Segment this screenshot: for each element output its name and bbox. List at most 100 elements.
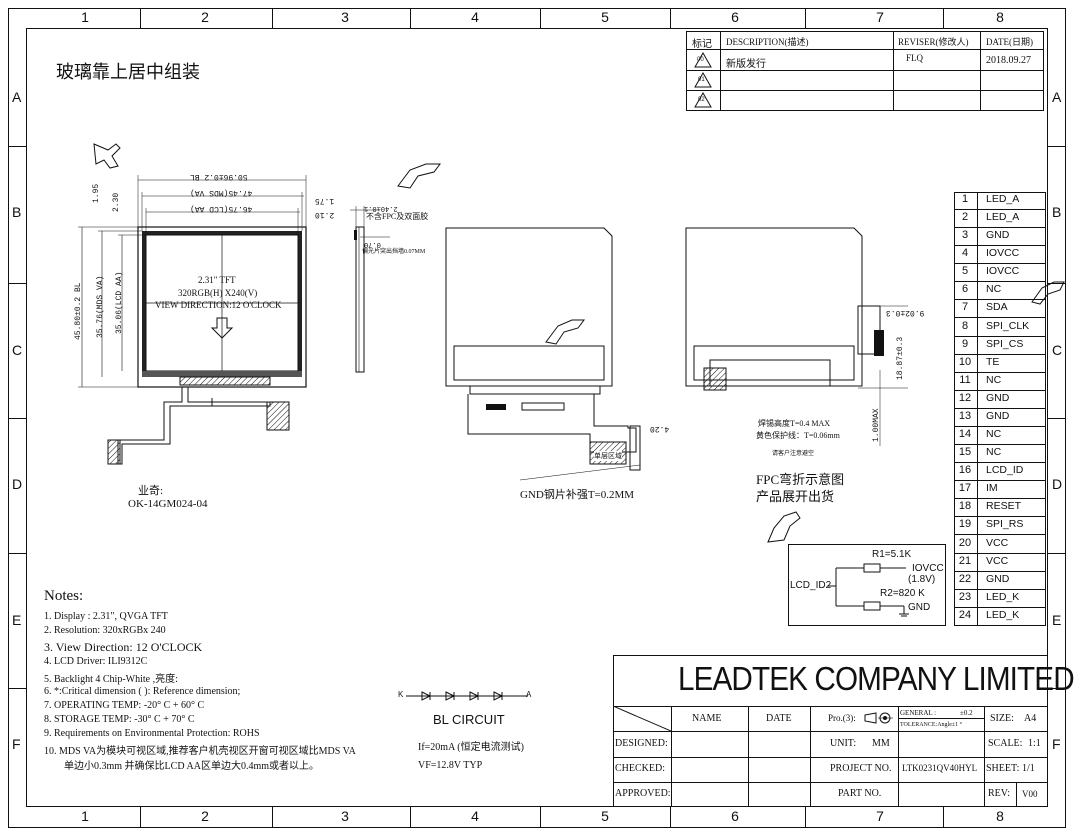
tb-general-label: GENERAL : [900, 709, 937, 717]
zone-col-5-bottom: 5 [601, 808, 609, 824]
iovcc-voltage-label: (1.8V) [908, 574, 936, 585]
zone-col-8-bottom: 8 [996, 808, 1004, 824]
rev-header-reviser: REVISER(修改人) [898, 37, 969, 47]
zone-col-8: 8 [996, 9, 1004, 25]
pin-name: VCC [986, 554, 1009, 567]
tb-size-value: A4 [1024, 713, 1037, 724]
pin-name: LED_K [986, 590, 1020, 603]
tb-sheet-value: 1/1 [1022, 763, 1035, 774]
iovcc-label: IOVCC [912, 563, 944, 574]
pin-number: 19 [958, 518, 972, 531]
dim-420: 4.20 [650, 424, 670, 433]
note-item: 4. LCD Driver: ILI9312C [44, 656, 148, 667]
note-item: 2. Resolution: 320xRGBx 240 [44, 625, 166, 636]
zone-row-c: C [12, 342, 23, 358]
hand-pointer-icon [93, 143, 121, 169]
dim-top-195: 1.95 [92, 183, 101, 203]
zone-col-6: 6 [731, 9, 739, 25]
note-item: 3. View Direction: 12 O'CLOCK [44, 640, 203, 654]
tb-size-label: SIZE: [990, 713, 1014, 724]
drawing-title: 玻璃靠上居中组装 [56, 62, 200, 82]
tb-sheet-label: SHEET: [986, 763, 1020, 774]
hand-pointer-icon [767, 511, 801, 543]
pin-name: GND [986, 572, 1010, 585]
pin-row: 5 IOVCC [954, 264, 1046, 283]
note-item: 5. Backlight 4 Chip-White ,亮度: [44, 674, 178, 685]
tb-date-header: DATE [766, 713, 792, 724]
pin-name: SPI_RS [986, 518, 1024, 531]
pin-name: IOVCC [986, 265, 1020, 278]
zone-col-3: 3 [341, 9, 349, 25]
tb-project-value: LTK0231QV40HYL [902, 763, 978, 773]
note-item: 10. MDS VA为模块可视区域,推荐客户机壳视区开窗可视区域比MDS VA [44, 746, 356, 757]
note-item: 7. OPERATING TEMP: -20° C + 60° C [44, 700, 205, 711]
customer-note: 请客户注意避空 [772, 451, 815, 457]
pin-name: GND [986, 409, 1010, 422]
pin-number: 5 [961, 265, 969, 278]
company-name: LEADTEK COMPANY LIMITED [678, 660, 1074, 697]
pin-name: IOVCC [986, 247, 1020, 260]
bl-circuit-title: BL CIRCUIT [433, 712, 505, 727]
dim-bl-width: 50.96±0.2 BL [190, 172, 248, 181]
connector-vendor-label: 业奇: [138, 485, 164, 497]
dim-100max: 1.00MAX [872, 408, 881, 442]
note-item: 9. Requirements on Environmental Protect… [44, 728, 260, 739]
rev-header-mark: 标记 [692, 39, 712, 50]
inner-frame [26, 28, 1048, 807]
hand-pointer-icon [1031, 281, 1065, 305]
bl-circuit-schematic [406, 691, 528, 701]
zone-col-6-bottom: 6 [731, 808, 739, 824]
bend-diagram-title: FPC弯折示意图 [756, 472, 845, 487]
zone-row-b-right: B [1052, 204, 1062, 220]
tb-general-value: ±0.2 [960, 709, 973, 717]
note-item: 6. *:Critical dimension ( ): Reference d… [44, 686, 241, 697]
hand-pointer-icon [397, 163, 441, 189]
zone-col-1: 1 [81, 9, 89, 25]
shield-area-label: 单层区域 [594, 451, 622, 461]
pin-number: 17 [958, 482, 972, 495]
rev-row-1-mark: 01 [698, 77, 705, 83]
dim-lcd-aa: 46.75(LCD AA) [190, 204, 253, 213]
zone-col-5: 5 [601, 9, 609, 25]
pin-name: TE [986, 355, 1000, 368]
rev-header-date: DATE(日期) [986, 37, 1033, 47]
dim-1887: 18.87±0.3 [896, 336, 905, 380]
yellow-tape-note: 黄色保护线：T=0.06mm [756, 431, 840, 440]
tb-projection-label: Pro.(3): [828, 713, 856, 723]
tb-project-label: PROJECT NO. [830, 763, 892, 774]
pin-name: SDA [986, 301, 1008, 314]
lcd-id2-label: LCD_ID2 [790, 580, 832, 591]
pin-name: LCD_ID [986, 464, 1024, 477]
zone-row-e-right: E [1052, 612, 1062, 628]
pin-number: 21 [958, 554, 972, 567]
r2-label: R2=820 K [880, 588, 925, 599]
bend-view-drawing [685, 227, 908, 446]
pin-number: 6 [961, 283, 969, 296]
tb-unit-value: MM [872, 738, 890, 749]
back-view-drawing [445, 227, 641, 481]
bl-cathode-label: K [398, 690, 404, 699]
zone-row-a-right: A [1052, 89, 1062, 105]
rev-row-0-reviser: FLQ [906, 53, 924, 63]
pin-number: 2 [961, 211, 969, 224]
pin-number: 4 [961, 247, 969, 260]
tb-checked-label: CHECKED: [615, 763, 665, 774]
hand-pointer-icon [545, 319, 585, 345]
pin-number: 1 [961, 193, 969, 205]
dim-lcd-aa-h: 35.06(LCD AA) [115, 271, 124, 334]
pin-name: LED_K [986, 608, 1020, 621]
solder-height-note: 焊锡高度T=0.4 MAX [758, 419, 831, 428]
pin-name: GND [986, 391, 1010, 404]
pin-name: SPI_CLK [986, 319, 1030, 332]
connector-part-label: OK-14GM024-04 [128, 498, 208, 510]
rev-row-2-mark: 02 [698, 97, 705, 103]
